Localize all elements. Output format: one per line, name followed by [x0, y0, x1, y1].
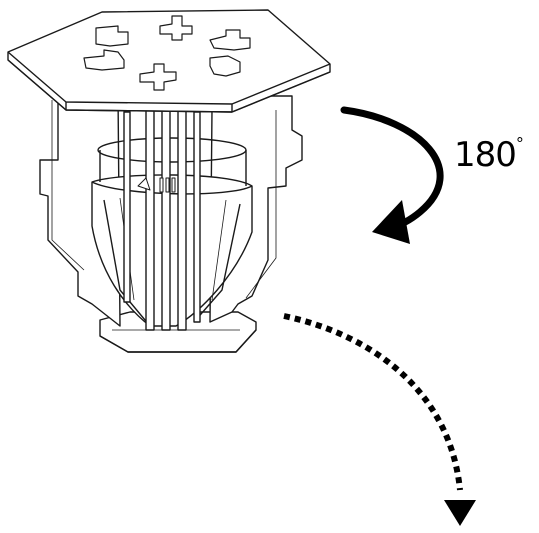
- cage-body: [91, 137, 253, 327]
- top-pieces: [83, 15, 251, 91]
- rotation-value: 180: [454, 135, 517, 175]
- top-plate: [7, 9, 331, 113]
- rotation-label: 180°: [454, 135, 524, 175]
- model-assembly: [7, 9, 331, 353]
- left-frame: [39, 83, 121, 327]
- dotted-curved-arrow-icon: [283, 313, 476, 526]
- curved-arrow-icon: [340, 106, 444, 244]
- connector-detail: [137, 177, 176, 193]
- pillars: [123, 107, 201, 331]
- degree-symbol: °: [515, 134, 524, 153]
- base-plate: [99, 311, 257, 353]
